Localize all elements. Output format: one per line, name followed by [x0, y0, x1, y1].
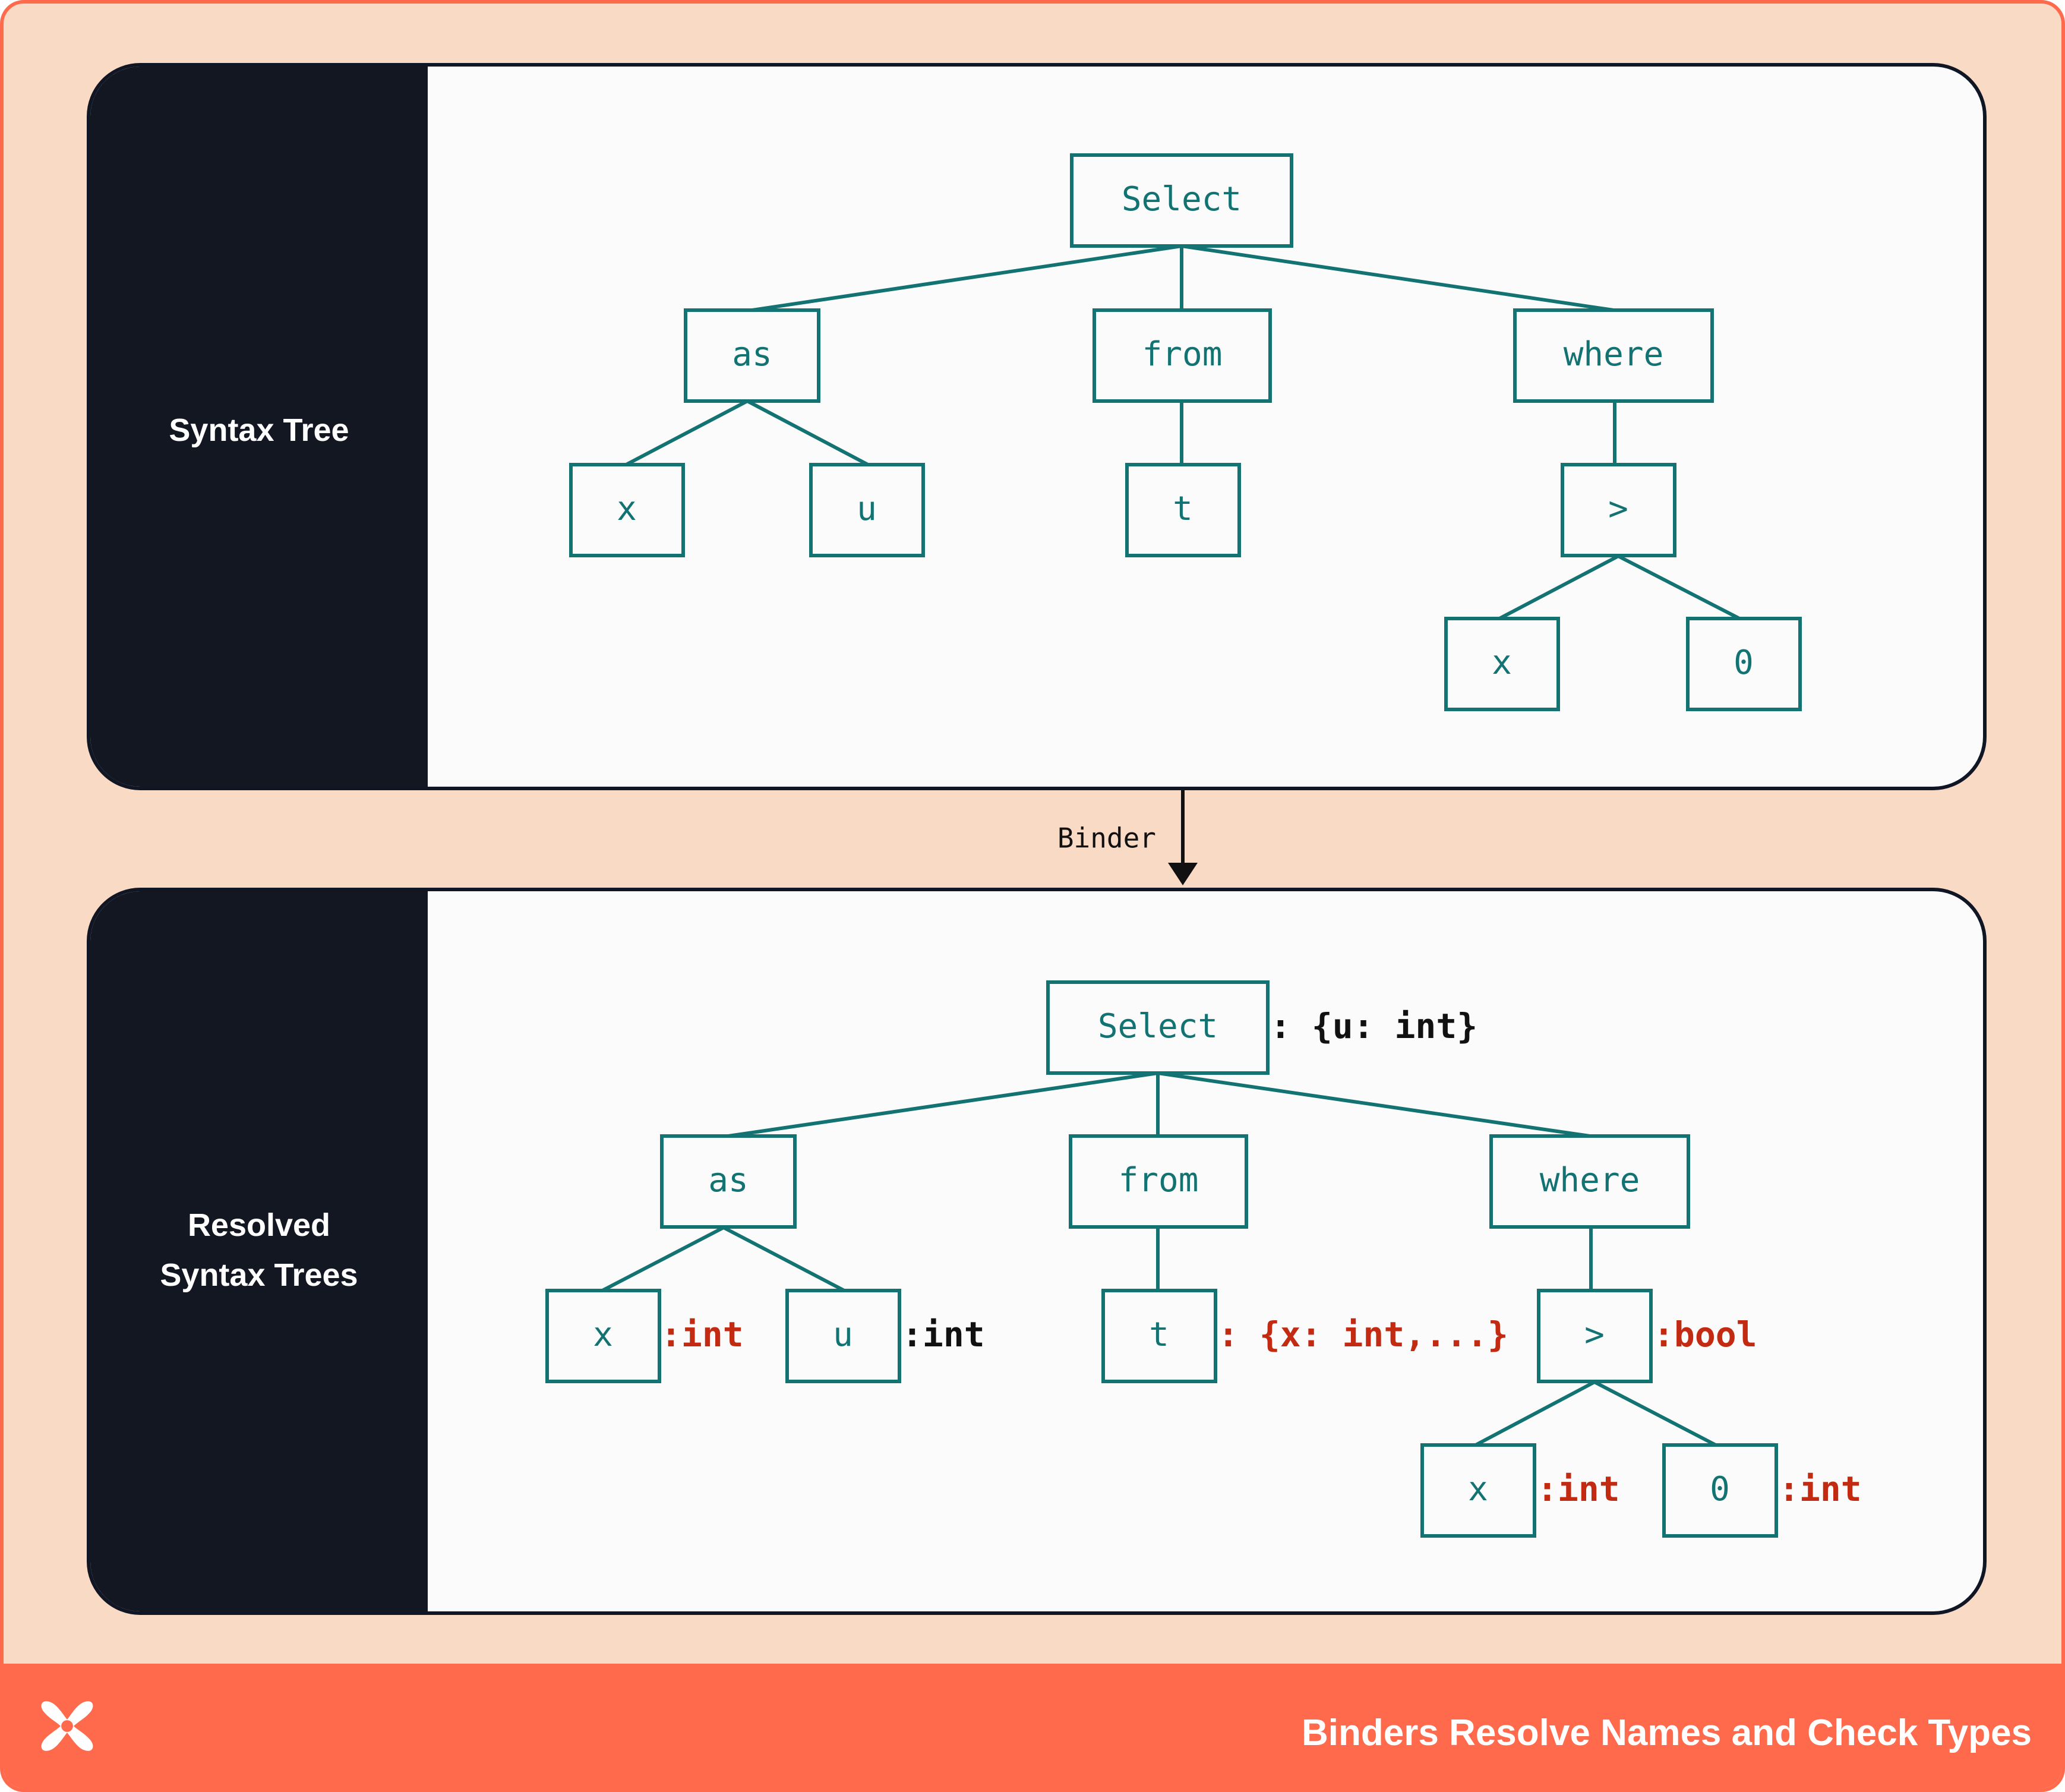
panel-label: Syntax Tree [169, 412, 349, 448]
node-label: Select [1098, 1007, 1218, 1046]
node-label: Select [1122, 180, 1242, 219]
edge-gt-x [1474, 1380, 1596, 1447]
resolved-node-t: t [1101, 1289, 1217, 1383]
resolved-node-from: from [1069, 1134, 1248, 1229]
node-label: from [1142, 335, 1223, 374]
edge-as-x [601, 1226, 725, 1292]
resolved-node-gt: > [1537, 1289, 1653, 1383]
edge-select-as [728, 1071, 1158, 1138]
type-annotation-u: :int [902, 1314, 985, 1355]
panel-sidebar: Resolved Syntax Trees [90, 891, 428, 1611]
tree-node-select: Select [1070, 153, 1293, 248]
edge-select-where [1157, 1071, 1590, 1138]
node-label: u [833, 1315, 853, 1354]
node-label: from [1119, 1161, 1199, 1200]
edge-as-u [746, 399, 869, 466]
node-label: 0 [1710, 1470, 1730, 1509]
x-logo-icon [41, 1701, 93, 1751]
edge-gt-x [1498, 554, 1619, 620]
edge-as-x [625, 399, 749, 466]
edge-gt-zero [1617, 554, 1741, 620]
node-label: as [708, 1161, 748, 1200]
tree-node-x: x [569, 463, 685, 557]
tree-node-t: t [1125, 463, 1241, 557]
syntax-tree-panel: Syntax Tree [87, 63, 1987, 790]
resolved-node-x-operand: x [1420, 1443, 1536, 1538]
edge-select-where [1181, 244, 1614, 312]
resolved-node-select: Select [1046, 980, 1270, 1075]
node-label: t [1149, 1315, 1169, 1354]
tree-node-gt: > [1561, 463, 1676, 557]
resolved-node-u: u [785, 1289, 901, 1383]
type-annotation-x: :int [661, 1314, 744, 1355]
node-label: t [1173, 490, 1193, 528]
type-annotation-x-operand: :int [1537, 1469, 1620, 1509]
tree-node-u: u [809, 463, 925, 557]
edge-as-u [722, 1226, 845, 1292]
panel-label-line2: Syntax Trees [160, 1257, 358, 1293]
edge-select-as [752, 244, 1182, 312]
node-label: x [617, 490, 637, 528]
type-annotation-zero: :int [1779, 1469, 1862, 1509]
binder-label: Binder [1057, 822, 1156, 854]
node-label: 0 [1734, 643, 1754, 682]
node-label: > [1584, 1315, 1605, 1354]
node-label: as [732, 335, 772, 374]
resolved-node-x: x [545, 1289, 661, 1383]
footer-title: Binders Resolve Names and Check Types [1301, 1712, 2032, 1753]
node-label: u [857, 490, 877, 528]
node-label: x [1468, 1470, 1488, 1509]
type-annotation-gt: :bool [1653, 1314, 1757, 1355]
panel-sidebar: Syntax Tree [90, 67, 428, 787]
tree-node-from: from [1093, 308, 1272, 403]
panel-label-line1: Resolved [187, 1207, 331, 1243]
node-label: where [1564, 335, 1664, 374]
type-annotation-select: : {u: int} [1270, 1006, 1477, 1046]
bottom-tree-edges [601, 1071, 1717, 1447]
tree-node-as: as [684, 308, 820, 403]
resolved-node-as: as [660, 1134, 797, 1229]
edge-gt-zero [1593, 1380, 1717, 1447]
type-annotation-t: : {x: int,...} [1218, 1314, 1508, 1355]
binder-arrow: Binder [1057, 790, 1198, 885]
node-label: x [593, 1315, 613, 1354]
tree-node-where: where [1513, 308, 1714, 403]
top-tree-edges [625, 244, 1741, 620]
tree-diagram: Select as from where x u t > [545, 153, 1862, 1538]
resolved-node-zero: 0 [1662, 1443, 1778, 1538]
tree-node-zero: 0 [1686, 617, 1802, 711]
tree-node-x-operand: x [1444, 617, 1560, 711]
node-label: x [1492, 643, 1512, 682]
resolved-node-where: where [1489, 1134, 1690, 1229]
node-label: > [1608, 490, 1628, 528]
arrow-head [1168, 863, 1198, 885]
node-label: where [1540, 1161, 1640, 1200]
footer-bar: Binders Resolve Names and Check Types [4, 1664, 2061, 1788]
